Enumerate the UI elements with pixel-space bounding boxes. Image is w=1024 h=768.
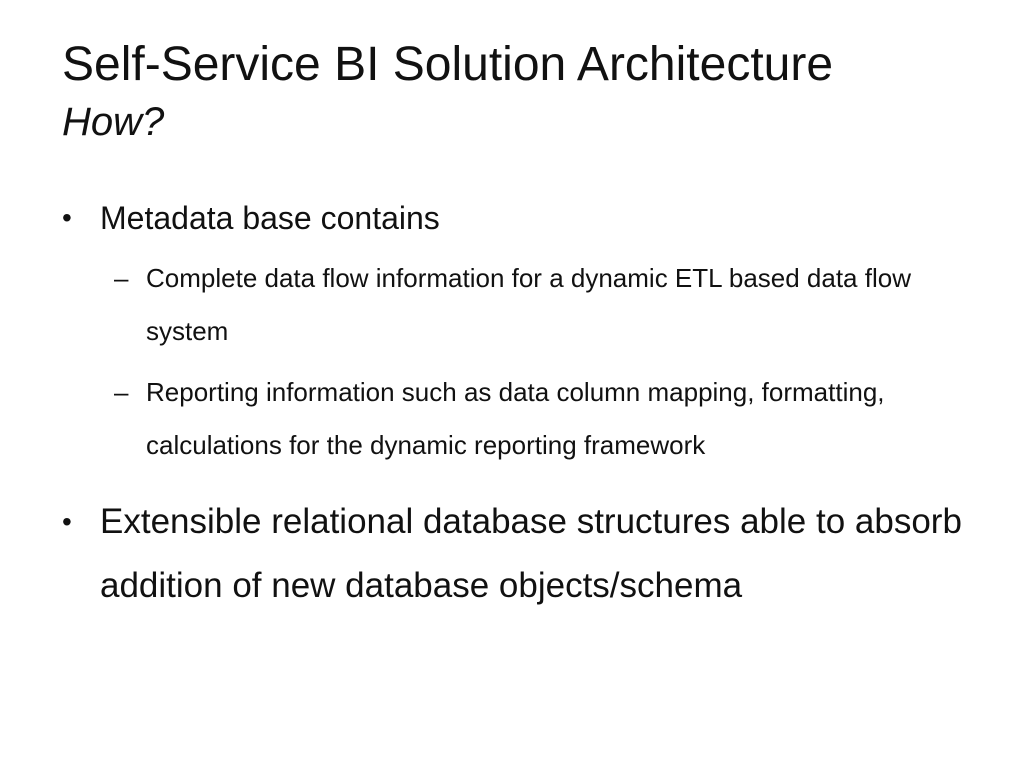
bullet-text: Extensible relational database structure… (100, 502, 962, 605)
slide-content: • Metadata base contains – Complete data… (62, 190, 982, 618)
sub-bullet-text: Reporting information such as data colum… (146, 377, 885, 460)
bullet-marker: • (62, 506, 72, 537)
dash-marker: – (114, 377, 129, 407)
bullet-marker: • (62, 202, 72, 233)
bullet-item: • Extensible relational database structu… (62, 490, 982, 618)
bullet-text: Metadata base contains (100, 200, 440, 236)
slide-title: Self-Service BI Solution Architecture (62, 38, 834, 91)
sub-bullet-text: Complete data flow information for a dyn… (146, 263, 911, 346)
sub-bullet-item: – Reporting information such as data col… (114, 366, 982, 472)
slide-subtitle: How? (62, 100, 165, 144)
sub-bullet-list: – Complete data flow information for a d… (114, 252, 982, 472)
sub-bullet-item: – Complete data flow information for a d… (114, 252, 982, 358)
dash-marker: – (114, 263, 129, 293)
title-block: Self-Service BI Solution Architecture Ho… (62, 35, 962, 149)
bullet-item: • Metadata base contains (62, 190, 982, 246)
